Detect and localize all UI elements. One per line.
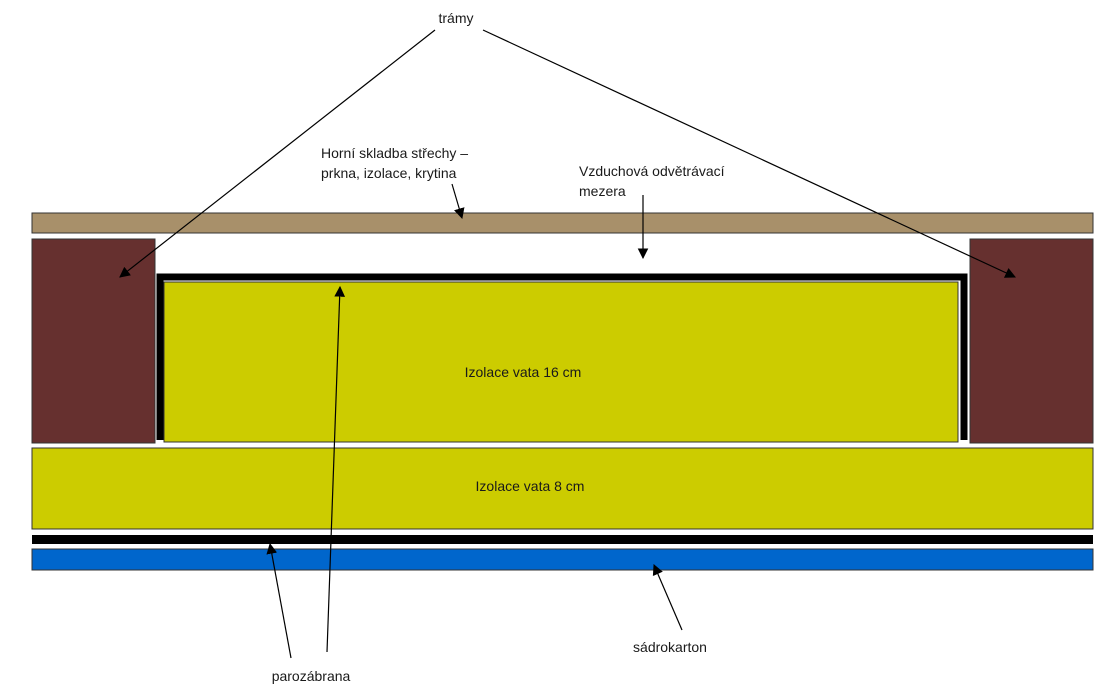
beams-arrow-left xyxy=(119,29,436,278)
insulation-16cm xyxy=(163,281,959,443)
vapor-barrier-arrow-lower xyxy=(266,542,292,659)
beam-left xyxy=(31,238,156,444)
vapor-barrier-label: parozábrana xyxy=(272,668,351,684)
vapor-barrier-upper xyxy=(156,273,968,440)
beams-arrow-right xyxy=(482,29,1016,278)
drywall-layer xyxy=(31,548,1094,571)
air-gap-label-line2: mezera xyxy=(579,183,626,199)
roof-top-arrow xyxy=(451,183,465,220)
air-gap-label-line1: Vzduchová odvětrávací xyxy=(579,163,725,179)
insulation-8cm xyxy=(31,447,1094,530)
drywall-arrow xyxy=(652,564,683,631)
beams-label: trámy xyxy=(439,10,474,26)
insulation-16cm-label: Izolace vata 16 cm xyxy=(465,364,582,380)
insulation-8cm-label: Izolace vata 8 cm xyxy=(476,478,585,494)
roof-top-label-line1: Horní skladba střechy – xyxy=(321,145,468,161)
roof-top-layer xyxy=(31,212,1094,234)
vapor-barrier-lower xyxy=(32,535,1093,544)
vapor-barrier-arrow-upper xyxy=(326,285,346,653)
beam-right xyxy=(969,238,1094,444)
drywall-label: sádrokarton xyxy=(633,639,707,655)
roof-top-label-line2: prkna, izolace, krytina xyxy=(321,165,457,181)
